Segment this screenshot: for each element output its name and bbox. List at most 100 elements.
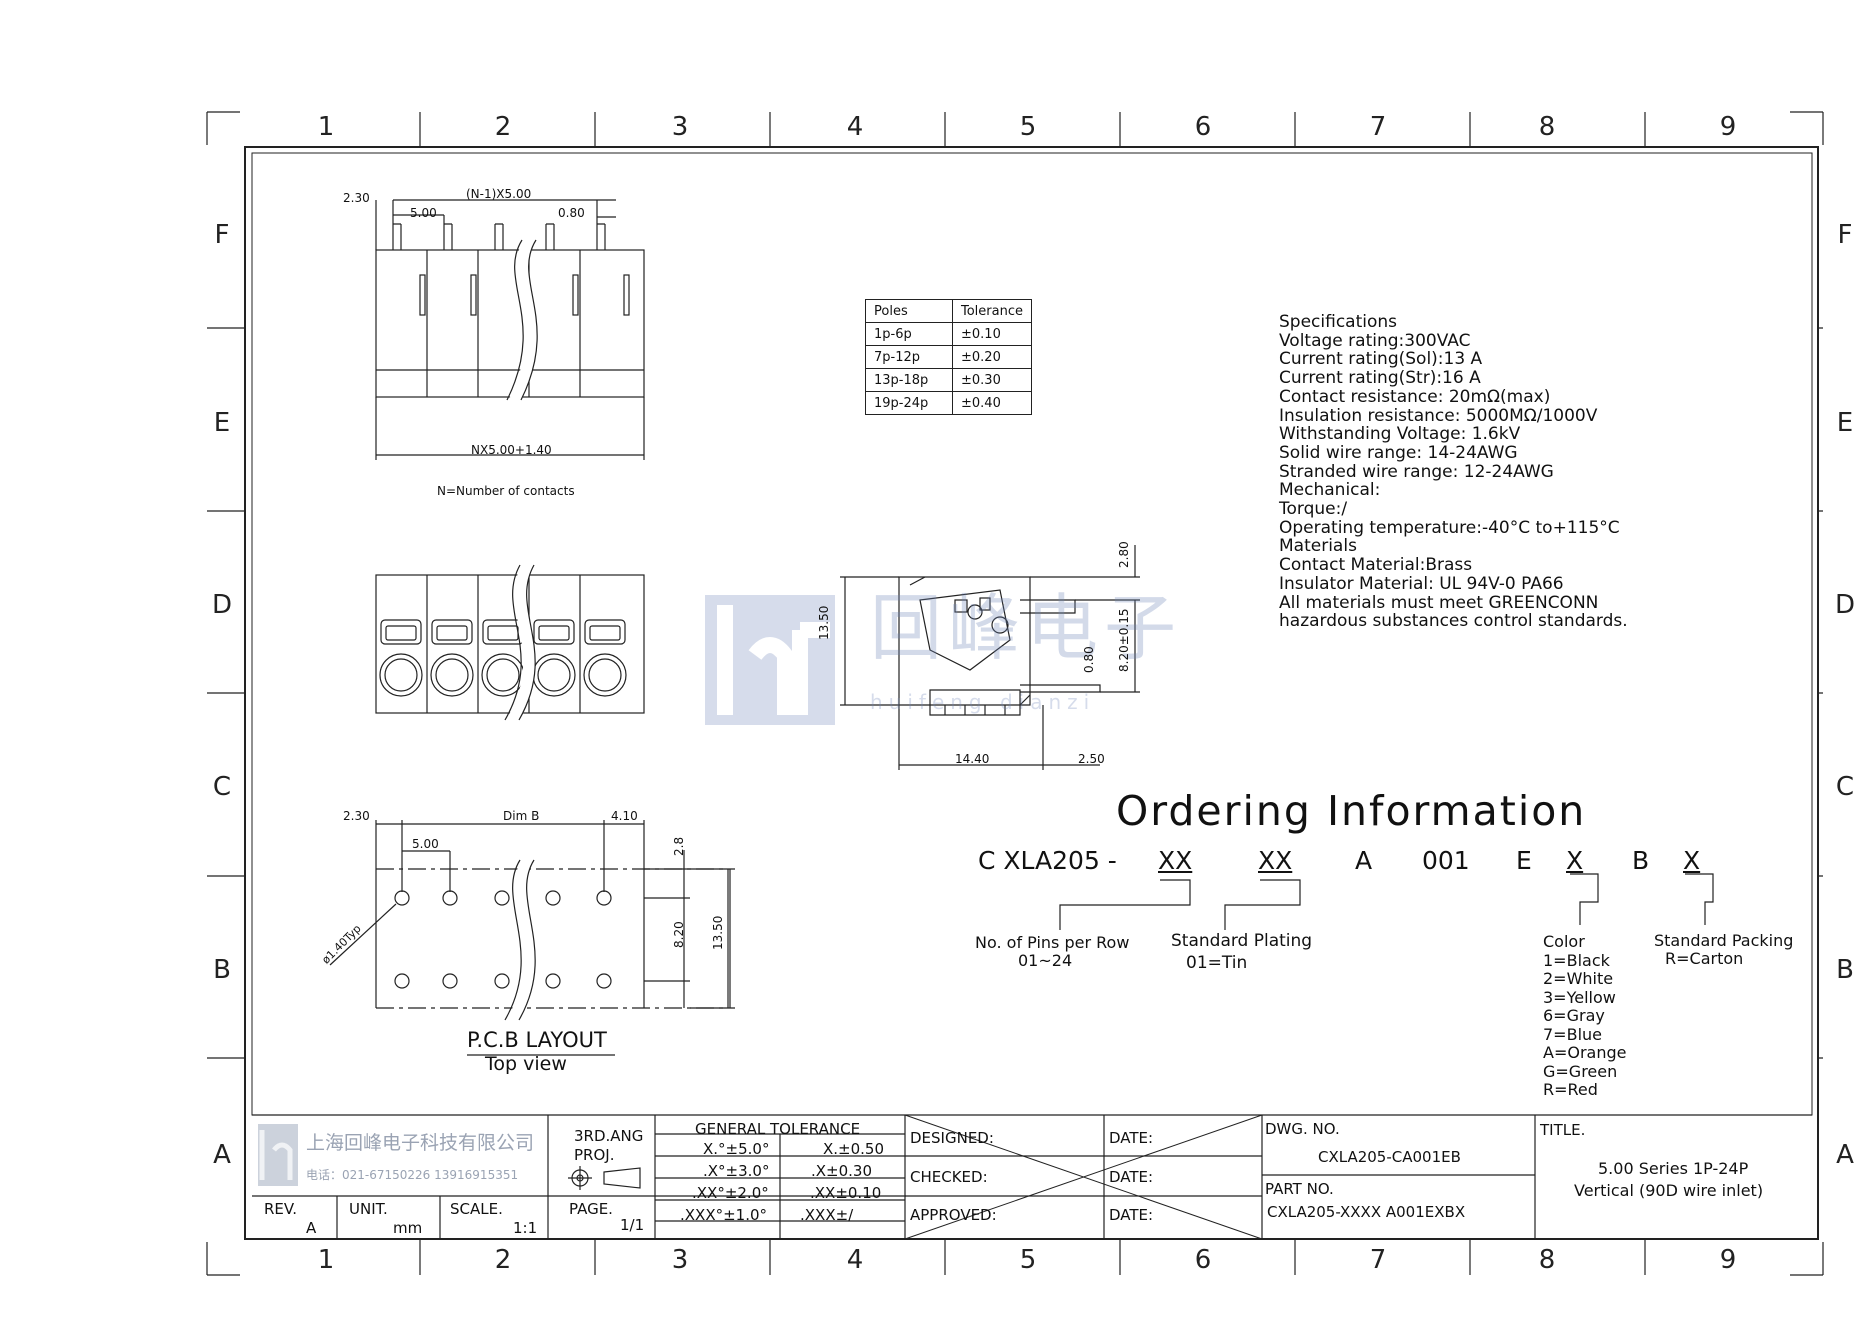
specification-line: Torque:/ [1279,499,1348,520]
pole-tolerance-table: Poles Tolerance 1p-6p±0.10 7p-12p±0.20 1… [865,299,1032,415]
rev-label: REV. [264,1200,297,1218]
specification-line: Contact resistance: 20mΩ(max) [1279,386,1551,407]
color-option: 6=Gray [1543,1006,1605,1025]
company-logo [258,1124,298,1186]
pcb-layout-subtitle: Top view [485,1053,567,1075]
color-option: A=Orange [1543,1043,1627,1062]
date-label: DATE: [1109,1206,1154,1224]
table-cell: 13p-18p [865,368,953,392]
zone-column-label: 4 [846,112,864,142]
zone-row-label: C [212,772,232,802]
zone-column-label: 8 [1538,112,1556,142]
pcb-dim-total: 13.50 [711,915,725,950]
zone-column-label: 8 [1538,1245,1556,1275]
designed-label: DESIGNED: [910,1129,994,1147]
dim-offset: 2.30 [343,191,370,205]
pcb-dim-left: 2.30 [343,809,370,823]
tol-angle: .X°±3.0° [703,1162,770,1180]
zone-column-label: 3 [671,1245,689,1275]
specification-line: Contact Material:Brass [1279,555,1473,576]
color-option: 7=Blue [1543,1024,1602,1044]
zone-column-label: 9 [1719,112,1737,142]
pins-value: 01~24 [1018,951,1073,970]
plating-value: 01=Tin [1186,953,1248,973]
zone-row-label: D [211,590,233,620]
code-part: A [1355,846,1373,875]
tol-angle: X.°±5.0° [703,1140,770,1158]
date-label: DATE: [1109,1129,1154,1147]
specification-line: Solid wire range: 14-24AWG [1279,442,1518,463]
side-dim-offset: 2.50 [1078,752,1105,766]
zone-column-label: 4 [846,1245,864,1275]
dwg-no: CXLA205-CA001EB [1318,1148,1461,1166]
code-part: E [1516,846,1532,875]
color-option: 1=Black [1543,950,1610,970]
zone-row-label: B [1836,955,1854,985]
specification-line: Voltage rating:300VAC [1279,330,1471,351]
zone-column-label: 3 [671,112,689,142]
zone-row-label: F [214,220,230,250]
part-no-label: PART NO. [1265,1180,1334,1198]
unit-label: UNIT. [349,1200,388,1218]
zone-column-label: 9 [1719,1245,1737,1275]
specification-line: All materials must meet GREENCONN [1279,592,1599,613]
dim-pin: 0.80 [558,206,585,220]
specification-line: Stranded wire range: 12-24AWG [1279,461,1554,482]
rev-value: A [306,1219,317,1237]
table-cell: 19p-24p [865,391,953,415]
tol-linear: .XX±0.10 [810,1184,882,1202]
part-no: CXLA205-XXXX A001EXBX [1267,1203,1466,1221]
unit-value: mm [393,1219,423,1237]
zone-column-label: 6 [1194,112,1212,142]
dim-total: NX5.00+1.40 [471,443,552,457]
specification-line: Current rating(Sol):13 A [1279,349,1483,370]
specification-line: Materials [1279,536,1357,557]
watermark-pinyin: huifeng dianzi [870,690,1096,714]
zone-column-label: 1 [317,1245,335,1275]
zone-row-label: A [1836,1140,1854,1170]
zone-row-label: B [213,955,231,985]
tol-linear: .XXX±/ [800,1206,854,1224]
plating-label: Standard Plating [1171,931,1313,951]
approved-label: APPROVED: [910,1206,997,1224]
zone-column-label: 5 [1019,1245,1037,1275]
zone-column-label: 7 [1369,112,1387,142]
general-tolerance-title: GENERAL TOLERANCE [695,1120,861,1138]
ordering-title: Ordering Information [1116,787,1587,835]
packing-label: Standard Packing [1654,931,1794,950]
table-cell: ±0.20 [952,345,1032,369]
contacts-note: N=Number of contacts [437,484,575,498]
table-cell: ±0.10 [952,322,1032,346]
tol-linear: .X±0.30 [811,1162,873,1180]
title-label: TITLE. [1540,1121,1586,1139]
side-dim-pin: 0.80 [1082,646,1096,673]
color-option: G=Green [1543,1061,1618,1081]
code-part: XX [1158,846,1193,875]
specification-line: Operating temperature:-40°C to+115°C [1279,517,1620,538]
checked-label: CHECKED: [910,1168,988,1186]
color-legend-title: Color [1543,932,1585,951]
specification-line: Withstanding Voltage: 1.6kV [1279,424,1521,445]
pcb-dim-top: 2.8 [672,836,686,856]
table-cell: ±0.30 [952,368,1032,392]
pcb-dim-b: Dim B [503,809,540,823]
dim-pitch-n: (N-1)X5.00 [466,187,532,201]
zone-column-label: 2 [494,1245,512,1275]
zone-row-label: C [1835,772,1855,802]
drawing-title-line2: Vertical (90D wire inlet) [1574,1181,1764,1200]
projection-label-2: PROJ. [574,1146,615,1164]
dwg-no-label: DWG. NO. [1265,1120,1340,1138]
zone-column-label: 2 [494,112,512,142]
scale-label: SCALE. [450,1200,503,1218]
code-part: B [1632,846,1650,875]
side-dim-height: 13.50 [817,605,831,640]
page-value: 1/1 [620,1216,645,1234]
tol-angle: .XX°±2.0° [692,1184,769,1202]
table-cell: 1p-6p [865,322,953,346]
specification-line: hazardous substances control standards. [1279,611,1628,632]
zone-column-label: 1 [317,112,335,142]
code-part: X [1566,846,1584,875]
